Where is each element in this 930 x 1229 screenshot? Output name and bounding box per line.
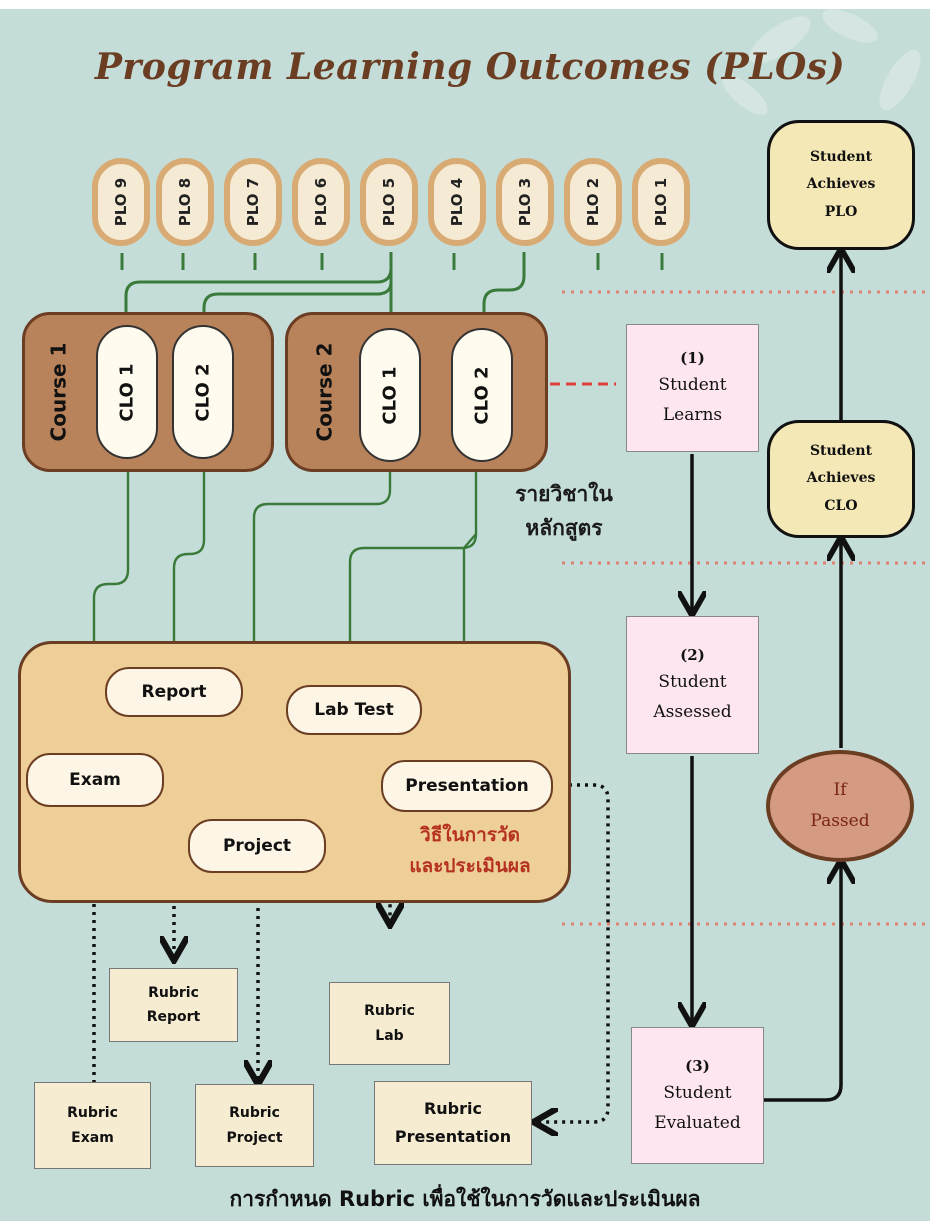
course-1-clo-1: CLO 1 <box>96 325 158 459</box>
course-1-clo-2: CLO 2 <box>172 325 234 459</box>
course-1-label: Course 1 <box>46 342 70 442</box>
plo-8: PLO 8 <box>156 158 214 246</box>
course-2-label: Course 2 <box>312 342 336 442</box>
stage-separators <box>562 290 930 926</box>
page-title: Program Learning Outcomes (PLOs) <box>94 46 846 88</box>
plo-2: PLO 2 <box>564 158 622 246</box>
project-assessment: Project <box>188 819 326 873</box>
process-flow-arrows <box>692 252 841 1102</box>
course-2-clo-2: CLO 2 <box>451 328 513 462</box>
plo-stubs <box>120 253 664 270</box>
plo-5: PLO 5 <box>360 158 418 246</box>
plo-4: PLO 4 <box>428 158 486 246</box>
presentation-assessment: Presentation <box>381 760 553 812</box>
report-assessment: Report <box>105 667 243 717</box>
assessment-to-rubric-links <box>94 722 610 1122</box>
assessment-note: วิธีในการวัด และประเมินผล <box>409 824 531 878</box>
plo-1: PLO 1 <box>632 158 690 246</box>
course-2-clo-1: CLO 1 <box>359 328 421 462</box>
clo-to-assessment-links <box>94 454 478 817</box>
lab-test-assessment: Lab Test <box>286 685 422 735</box>
exam-assessment: Exam <box>26 753 164 807</box>
plo-3: PLO 3 <box>496 158 554 246</box>
plo-6: PLO 6 <box>292 158 350 246</box>
course-note: รายวิชาใน หลักสูตร <box>515 482 613 540</box>
bottom-title: การกำหนด Rubric เพื่อใช้ในการวัดและประเม… <box>229 1187 701 1211</box>
plo-7: PLO 7 <box>224 158 282 246</box>
plo-9: PLO 9 <box>92 158 150 246</box>
